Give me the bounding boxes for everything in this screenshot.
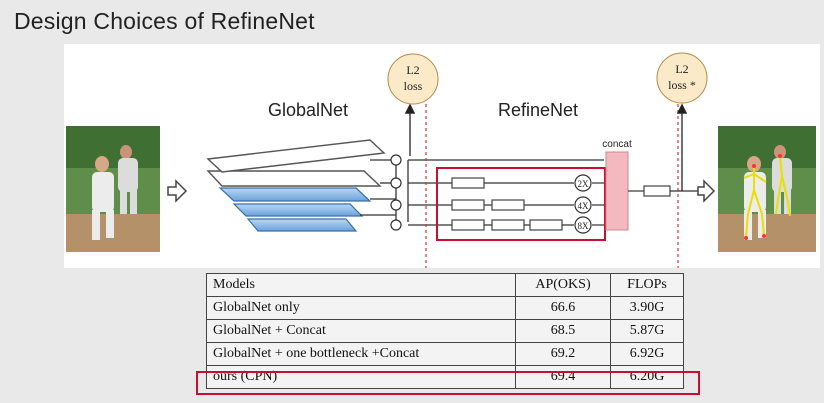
cell-flops: 6.92G: [610, 342, 684, 366]
cell-flops: 5.87G: [610, 319, 684, 343]
output-bottleneck: [643, 185, 671, 197]
cell-ap: 68.5: [515, 319, 611, 343]
keypoint-skeleton: [743, 155, 791, 239]
cell-ap: 69.2: [515, 342, 611, 366]
output-image: [718, 126, 816, 252]
table-row: GlobalNet + one bottleneck +Concat 69.2 …: [206, 342, 684, 366]
sum-nodes: [390, 154, 402, 231]
upsample-label-3: 8X: [578, 221, 590, 231]
keypoint-dots: [744, 154, 782, 240]
slide-title: Design Choices of RefineNet: [14, 8, 315, 34]
header-flops: FLOPs: [610, 273, 684, 297]
output-arrow: [697, 179, 716, 203]
concat-block: [605, 151, 629, 231]
refinenet-highlight-box: [436, 167, 606, 241]
cpn-architecture-diagram: GlobalNet RefineNet L2 loss: [64, 44, 820, 268]
concat-label: concat: [602, 139, 632, 150]
cell-flops: 3.90G: [610, 296, 684, 320]
globalnet-loss-badge: [387, 53, 439, 105]
results-table: Models AP(OKS) FLOPs GlobalNet only 66.6…: [206, 273, 684, 389]
svg-text:loss: loss: [404, 79, 423, 93]
feature-connections: [360, 159, 604, 226]
input-arrow: [167, 179, 188, 203]
best-result-highlight: [196, 371, 700, 395]
table-header-row: Models AP(OKS) FLOPs: [206, 273, 684, 297]
refinenet-label: RefineNet: [498, 100, 578, 120]
svg-text:loss *: loss *: [668, 78, 696, 92]
upsample-label-1: 2X: [578, 179, 590, 189]
upsample-label-2: 4X: [578, 201, 590, 211]
globalnet-pyramid: [206, 139, 386, 232]
cell-model: GlobalNet + one bottleneck +Concat: [206, 342, 516, 366]
input-image: [66, 126, 160, 252]
globalnet-label: GlobalNet: [268, 100, 348, 120]
refinenet-loss-badge: [656, 52, 708, 104]
svg-text:L2: L2: [675, 62, 688, 76]
table-row: GlobalNet + Concat 68.5 5.87G: [206, 319, 684, 343]
cell-ap: 66.6: [515, 296, 611, 320]
cell-model: ours (CPN): [206, 365, 516, 389]
header-models: Models: [206, 273, 516, 297]
cell-model: GlobalNet + Concat: [206, 319, 516, 343]
cell-model: GlobalNet only: [206, 296, 516, 320]
upsample-nodes: [574, 174, 592, 234]
svg-text:L2: L2: [406, 63, 419, 77]
bottleneck-blocks: [451, 177, 563, 231]
header-ap: AP(OKS): [515, 273, 611, 297]
table-row: GlobalNet only 66.6 3.90G: [206, 296, 684, 320]
